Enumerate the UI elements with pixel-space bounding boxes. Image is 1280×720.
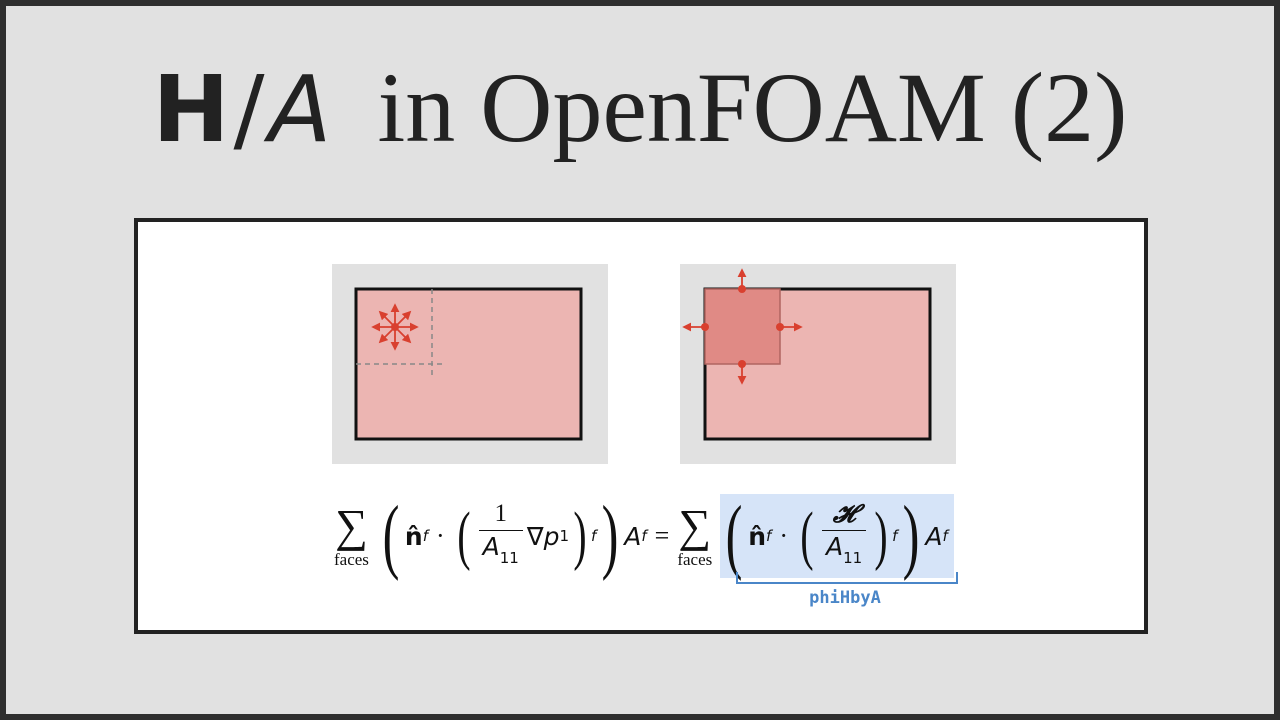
rhs-inner-open-paren: ( (800, 499, 814, 572)
rhs-dot-operator: · (779, 521, 788, 550)
rhs-fraction-numerator: 𝓗 (832, 499, 856, 528)
phiHbyA-label: phiHbyA (809, 588, 881, 608)
sigma-symbol: ∑ (678, 500, 712, 551)
title-italic-symbol: A (268, 56, 332, 163)
left-domain-rect (354, 287, 583, 441)
cell-diagram (332, 264, 956, 464)
lhs-inner-open-paren: ( (457, 499, 471, 572)
lhs-normal-subscript: f (422, 527, 428, 545)
rhs-area-subscript: f (942, 527, 948, 545)
lhs-dot-operator: · (436, 521, 445, 550)
left-cell-center-dot (391, 323, 399, 331)
lhs-fraction: 1 A11 (478, 498, 523, 574)
lhs-area-subscript: f (641, 527, 647, 545)
title-bold-symbol: H (152, 56, 230, 163)
rhs-outer-open-paren: ( (725, 489, 743, 582)
lhs-outer-open-paren: ( (382, 489, 400, 582)
lhs-face-area: A (624, 521, 642, 551)
rhs-summation: ∑ faces (677, 503, 712, 569)
face-dot-top (738, 285, 746, 293)
rhs-fraction-denominator: A11 (821, 530, 867, 574)
rhs-outer-close-paren: ) (903, 489, 920, 582)
rhs-normal-vector: n̂ (748, 521, 767, 551)
lhs-inner-face-subscript: f (590, 527, 597, 545)
sigma-symbol: ∑ (335, 500, 368, 551)
pressure-gradient: ∇p (526, 521, 560, 551)
lhs-fraction-denominator: A11 (478, 530, 523, 574)
lhs-summation: ∑ faces (334, 503, 369, 569)
highlighted-cell (704, 288, 781, 365)
face-dot-right (776, 323, 784, 331)
face-dot-left (701, 323, 709, 331)
underbrace (736, 572, 958, 584)
face-dot-bottom (738, 360, 746, 368)
rhs-face-area: A (925, 521, 943, 551)
lhs-normal-vector: n̂ (404, 521, 423, 551)
rhs-fraction: 𝓗 A11 (821, 498, 867, 574)
rhs-sum-subscript: faces (677, 550, 713, 569)
rhs-inner-close-paren: ) (874, 499, 888, 572)
title-text: in OpenFOAM (2) (377, 52, 1128, 163)
title-slash: / (233, 56, 265, 163)
rhs-inner-face-subscript: f (892, 527, 898, 545)
lhs-inner-close-paren: ) (573, 499, 587, 572)
pressure-subscript: 1 (559, 527, 569, 545)
lhs-outer-close-paren: ) (601, 489, 619, 582)
equals-sign: = (654, 521, 670, 550)
lhs-fraction-numerator: 1 (494, 500, 508, 527)
lhs-sum-subscript: faces (334, 550, 369, 569)
rhs-normal-subscript: f (766, 527, 772, 545)
slide-title: H / A in OpenFOAM (2) (0, 50, 1280, 170)
